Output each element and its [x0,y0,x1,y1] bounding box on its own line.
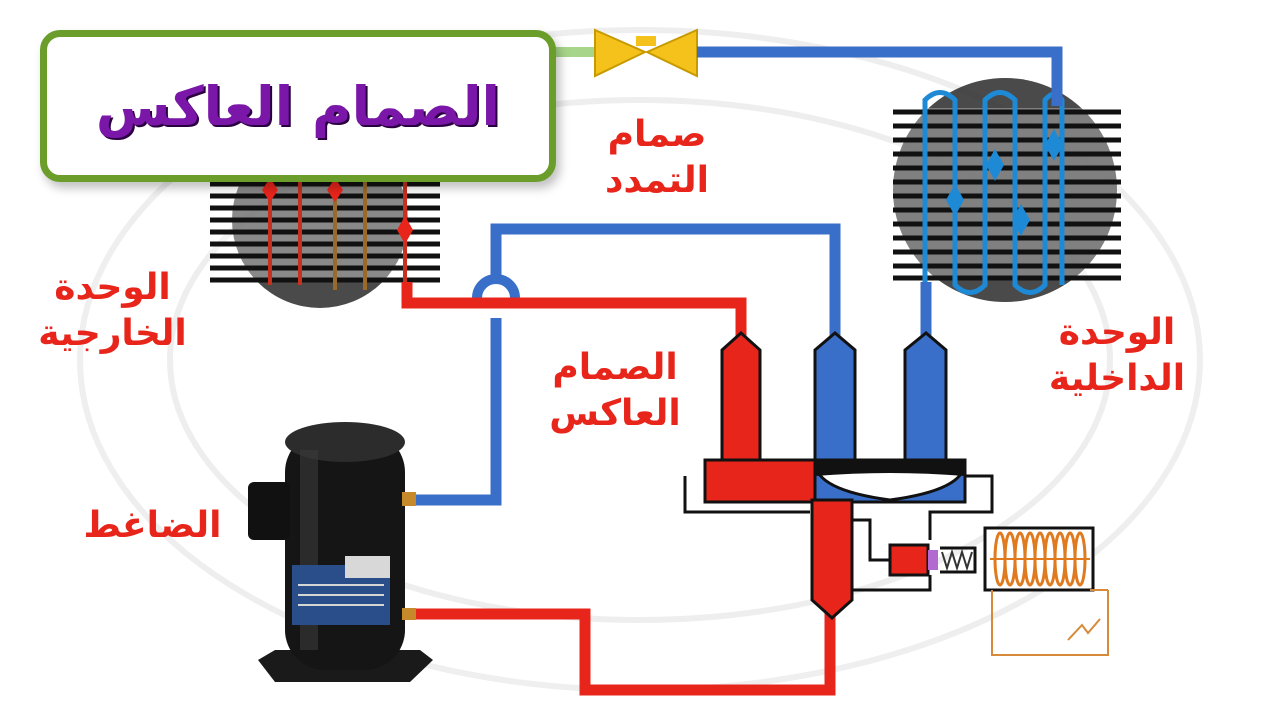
cold-refrigerant-lines [415,46,1063,506]
title-box: الصمام العاكس [40,30,556,182]
indoor-unit-coil [893,78,1121,302]
page-title: الصمام العاكس [95,74,501,138]
label-compressor: الضاغط [83,505,222,546]
label-reversing-valve-line2: العاكس [549,393,681,434]
label-expansion-valve-line1: صمام [607,114,707,155]
label-expansion-valve: صمام التمدد [582,112,732,204]
label-indoor-unit-line2: الداخلية [1048,358,1186,399]
expansion-valve-icon [548,28,698,78]
hot-refrigerant-lines [401,282,836,696]
label-indoor-unit: الوحدة الداخلية [1022,310,1212,402]
label-outdoor-unit-line2: الخارجية [38,313,187,354]
compressor-icon [248,422,433,682]
label-indoor-unit-line1: الوحدة [1058,312,1176,353]
label-reversing-valve: الصمام العاكس [530,345,700,437]
solenoid-coil-icon [983,526,1109,656]
label-reversing-valve-line1: الصمام [552,347,678,388]
label-outdoor-unit-line1: الوحدة [54,267,171,308]
reversing-valve-body [683,330,994,621]
label-outdoor-unit: الوحدة الخارجية [20,265,205,357]
label-expansion-valve-line2: التمدد [605,160,709,201]
